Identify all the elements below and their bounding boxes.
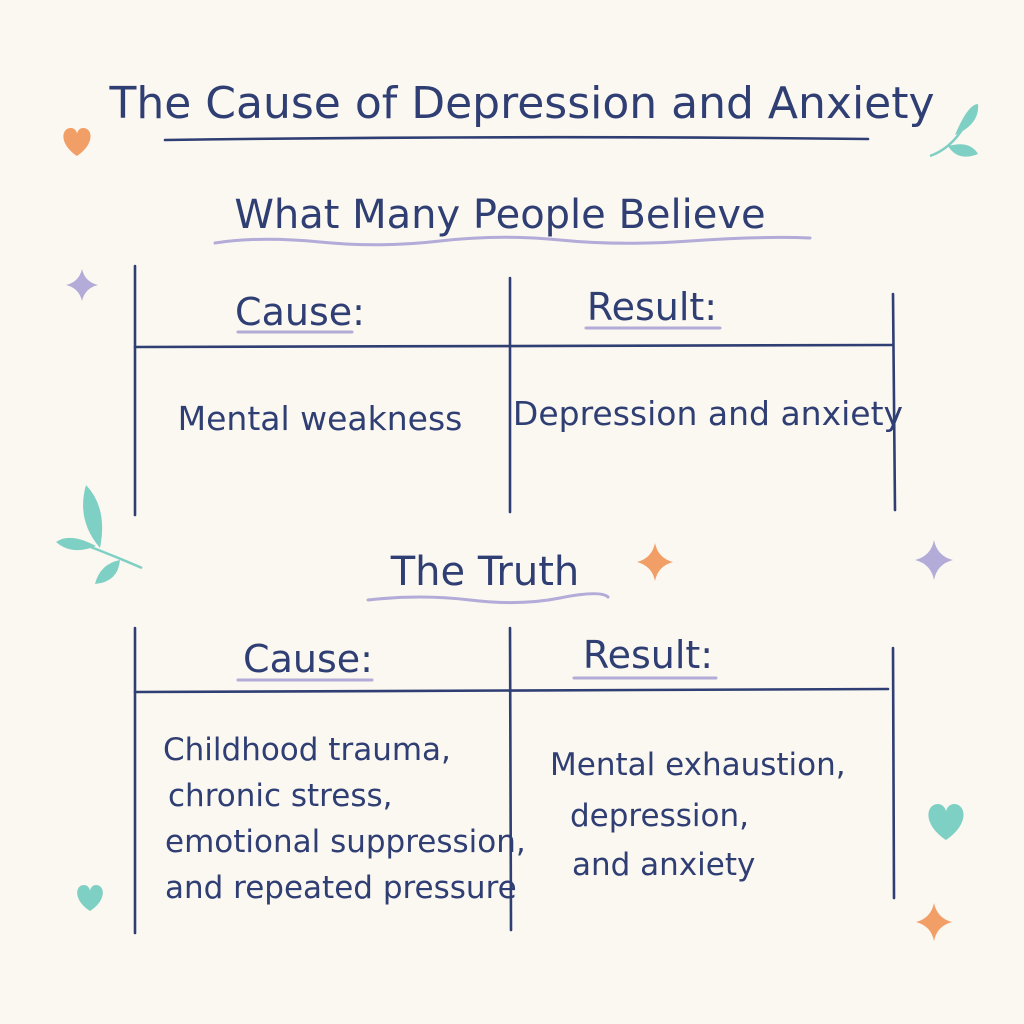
sparkle-icon xyxy=(637,543,673,581)
belief-heading-underline xyxy=(213,235,812,247)
truth-heading-underline xyxy=(366,592,610,605)
truth-result-label: Result: xyxy=(583,633,713,677)
truth-cause-label: Cause: xyxy=(243,637,373,681)
heart-icon xyxy=(77,885,103,911)
truth-result-line-1: Mental exhaustion, xyxy=(550,747,846,783)
sparkle-icon xyxy=(66,269,98,301)
page-title: The Cause of Depression and Anxiety xyxy=(108,78,934,129)
sparkle-icon xyxy=(916,903,952,941)
truth-result-line-2: depression, xyxy=(570,798,749,834)
leaf-icon xyxy=(929,104,979,158)
heart-icon xyxy=(928,804,964,840)
belief-result-text: Depression and anxiety xyxy=(513,394,903,433)
title-underline xyxy=(163,135,870,142)
truth-cause-line-3: emotional suppression, xyxy=(165,824,526,860)
leaf-icon xyxy=(56,485,143,584)
truth-cause-line-4: and repeated pressure xyxy=(165,870,517,906)
belief-cause-label: Cause: xyxy=(235,290,365,334)
belief-result-label: Result: xyxy=(587,285,717,329)
truth-result-line-3: and anxiety xyxy=(572,847,755,883)
belief-table: Cause: Result: Mental weakness Depressio… xyxy=(133,264,903,517)
truth-cause-line-1: Childhood trauma, xyxy=(163,732,451,768)
truth-cause-line-2: chronic stress, xyxy=(168,778,392,814)
truth-heading: The Truth xyxy=(390,549,580,595)
truth-table: Cause: Result: Childhood trauma, chronic… xyxy=(133,626,896,935)
belief-heading: What Many People Believe xyxy=(234,192,765,238)
heart-icon xyxy=(63,128,91,156)
belief-cause-text: Mental weakness xyxy=(178,399,463,438)
sparkle-icon xyxy=(915,540,953,580)
